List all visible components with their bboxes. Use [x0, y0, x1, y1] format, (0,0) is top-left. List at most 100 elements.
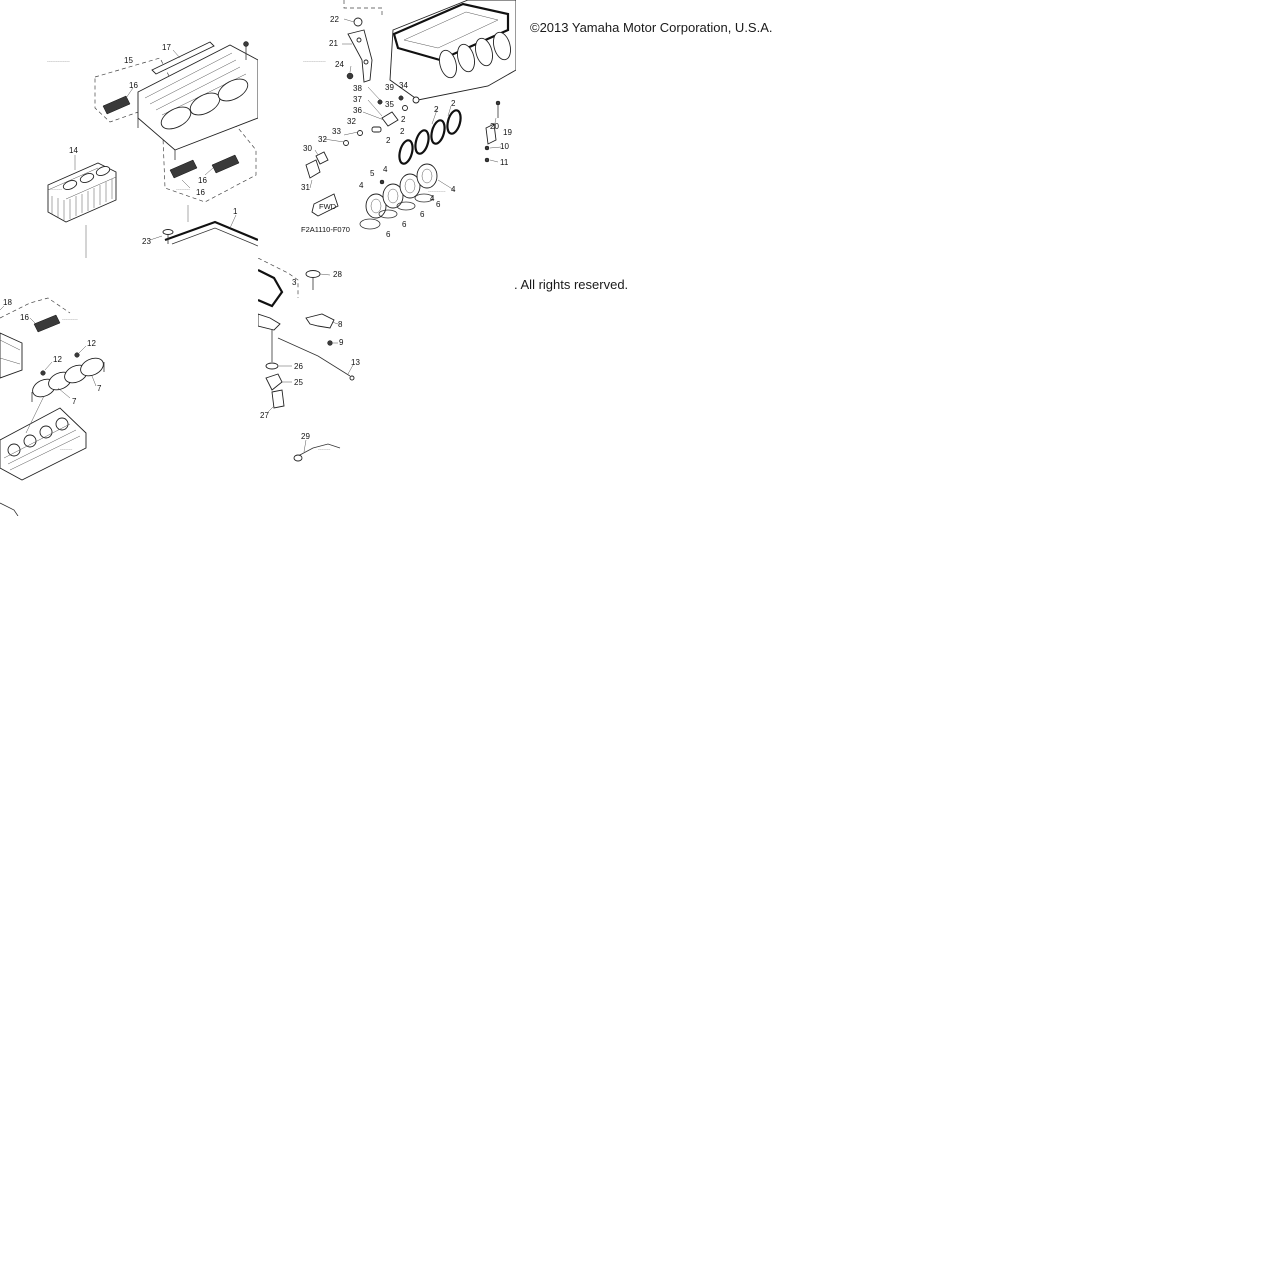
hose-29-end: [293, 454, 303, 462]
ref-label: 1: [233, 207, 238, 216]
stamp: ~~~~~~~: [60, 447, 73, 451]
screw-12a: [40, 370, 46, 376]
lower-hardware-drawing: ~~~~~~~ 3 28 8 9 13 26 25 27 29: [258, 258, 360, 462]
stamp: ~~~~~~~~~: [62, 317, 78, 321]
ref-label: 4: [359, 181, 364, 190]
bracket-31: [305, 159, 321, 179]
gasket-2d: [446, 109, 462, 135]
ref-label: 16: [129, 81, 138, 90]
ref-label: 5: [370, 169, 375, 178]
ref-label: 3: [292, 278, 297, 287]
stamp: ~~~~~~~: [318, 447, 331, 451]
leader: [331, 321, 339, 325]
ref-label: 36: [353, 106, 362, 115]
ref-label: 37: [353, 95, 362, 104]
ref-label: 14: [69, 146, 78, 155]
ref-label: 10: [500, 142, 509, 151]
funnel-1-throat: [370, 198, 382, 214]
throttle-linkage: [3, 423, 81, 471]
bolt-head: [243, 41, 249, 47]
screw-12b: [74, 352, 80, 358]
hanger-bracket-21: [347, 29, 373, 83]
clamp-6b: [378, 209, 398, 219]
fitting-30: [315, 151, 329, 165]
callout-frame-3: [258, 258, 299, 298]
drain-hose-27: [271, 389, 285, 409]
pad-upper: [102, 95, 131, 115]
ref-label: 12: [53, 355, 62, 364]
leader: [493, 117, 497, 129]
ref-label: 15: [124, 56, 133, 65]
clamp-6d: [414, 193, 434, 203]
air-box-inner: [403, 11, 499, 49]
ref-label: 9: [339, 338, 344, 347]
bracket-hole: [363, 59, 369, 65]
figure-code: F2A1110-F070: [301, 225, 350, 234]
funnel-base: [31, 362, 105, 402]
throttle-body-drawing: ~~~~~~~~~ ~~~~~~~ 18 16 12 12 7 7: [0, 297, 105, 516]
leader: [0, 305, 5, 311]
ref-label: 20: [490, 122, 499, 131]
box-port-2: [457, 43, 475, 73]
air-box-rim: [392, 2, 510, 62]
box-port-3: [475, 37, 493, 67]
pad-lower-right: [211, 154, 240, 174]
ref-label: 6: [402, 220, 407, 229]
air-filter-drawing: ~~~~~~~~~~~~~ ~~~~~~~~ ~~~~~~~~ 17 15 16…: [47, 41, 258, 258]
ref-label: 4: [430, 194, 435, 203]
cable-13: [277, 337, 351, 377]
funnel-7d: [80, 357, 104, 377]
air-filter-element: [47, 162, 117, 223]
callout-frame: [343, 0, 383, 15]
filter-hole-3: [95, 166, 111, 176]
ref-label: 2: [386, 136, 391, 145]
stamp: ~~~~~~~~~~: [428, 189, 446, 193]
bracket-36: [381, 111, 399, 127]
leader: [125, 87, 134, 99]
ref-label: 39: [385, 83, 394, 92]
diagram-tile-air-filter: ~~~~~~~~~~~~~ ~~~~~~~~ ~~~~~~~~ 17 15 16…: [0, 0, 258, 258]
funnel-2: [382, 183, 404, 209]
cover-ribs: [144, 52, 247, 116]
ref-label: 26: [294, 362, 303, 371]
screw-5: [379, 179, 385, 185]
ref-label: 11: [500, 158, 509, 167]
fwd-marker: FWD: [319, 202, 337, 211]
callout-box-18: [0, 297, 71, 319]
ref-label: 25: [294, 378, 303, 387]
bolt-11: [484, 157, 490, 163]
diagram-tile-throttle-bodies: ~~~~~~~~~ ~~~~~~~ 18 16 12 12 7 7: [0, 258, 258, 516]
ref-label: 30: [303, 144, 312, 153]
leader: [319, 273, 331, 276]
ref-label: 7: [72, 397, 77, 406]
throttle-bore-1: [7, 443, 21, 457]
rights-notice: . All rights reserved.: [514, 277, 629, 292]
ref-label: 4: [383, 165, 388, 174]
diagram-tile-lower-hardware: ~~~~~~~ 3 28 8 9 13 26 25 27 29: [258, 258, 516, 516]
leader: [343, 18, 355, 23]
filter-hole-1: [62, 180, 78, 190]
screw-38: [377, 99, 383, 105]
leader: [172, 49, 181, 59]
filter-pleats: [51, 179, 113, 220]
ref-label: 31: [301, 183, 310, 192]
leader: [78, 345, 87, 354]
washer-26: [265, 362, 279, 370]
clip-35: [402, 105, 408, 111]
leader: [309, 179, 313, 189]
box-port-4: [493, 31, 511, 61]
ref-label: 16: [198, 176, 207, 185]
stamp: ~~~~~~~~: [176, 187, 190, 191]
ref-label: 18: [3, 298, 12, 307]
ref-label: 23: [142, 237, 151, 246]
fwd-arrow: [311, 193, 339, 217]
bracket-hole: [356, 37, 362, 43]
lower-box-edge: [0, 332, 23, 379]
ref-label: 2: [451, 99, 456, 108]
ref-label: 6: [386, 230, 391, 239]
ref-label: 32: [318, 135, 327, 144]
leader: [267, 405, 275, 413]
ref-label: 2: [400, 127, 405, 136]
pad-16: [33, 314, 61, 333]
hose-33: [371, 126, 382, 133]
